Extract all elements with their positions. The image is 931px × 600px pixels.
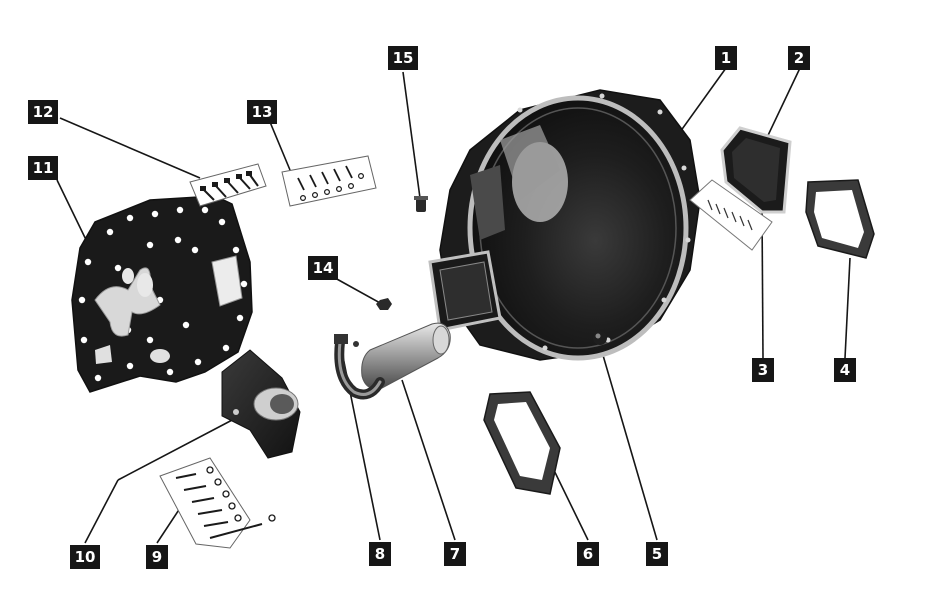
bolt-set-icon — [281, 155, 377, 207]
elbow-fitting-icon — [334, 334, 385, 400]
leader-line-10 — [84, 479, 119, 544]
bolt-set-icon — [159, 457, 276, 549]
callout-5: 5 — [646, 542, 668, 566]
callout-2: 2 — [788, 46, 810, 70]
callout-6: 6 — [577, 542, 599, 566]
callout-15: 15 — [388, 46, 418, 70]
leader-line-5 — [599, 344, 658, 541]
leader-line-11 — [56, 179, 91, 249]
leader-line-12 — [59, 117, 201, 179]
callout-3: 3 — [752, 358, 774, 382]
gasket-icon — [805, 179, 875, 259]
callout-1: 1 — [715, 46, 737, 70]
bracket-icon — [221, 349, 301, 459]
bolt-set-icon — [689, 179, 773, 251]
callout-10: 10 — [70, 545, 100, 569]
callout-13: 13 — [247, 100, 277, 124]
callout-8: 8 — [369, 542, 391, 566]
callout-7: 7 — [444, 542, 466, 566]
clutch-housing-icon — [428, 89, 701, 361]
callout-9: 9 — [146, 545, 168, 569]
leader-line-4 — [844, 257, 851, 359]
nut-icon — [376, 298, 392, 310]
leader-line-14 — [334, 277, 383, 305]
leader-line-7 — [401, 379, 456, 541]
plug-icon — [593, 331, 607, 345]
leader-lines — [56, 67, 851, 544]
bolt-set-icon — [189, 163, 267, 207]
cover-plate-icon — [720, 126, 792, 214]
callout-14: 14 — [308, 256, 338, 280]
leader-line-10b — [117, 417, 237, 481]
adapter-plate-icon — [71, 195, 253, 393]
leader-line-15 — [402, 71, 421, 199]
tube-icon — [361, 322, 451, 390]
callout-12: 12 — [28, 100, 58, 124]
leader-line-1 — [679, 67, 727, 133]
plug-icon — [414, 196, 428, 212]
gasket-icon — [483, 391, 561, 495]
leader-line-13 — [269, 121, 291, 171]
callout-4: 4 — [834, 358, 856, 382]
callout-11: 11 — [28, 156, 58, 180]
